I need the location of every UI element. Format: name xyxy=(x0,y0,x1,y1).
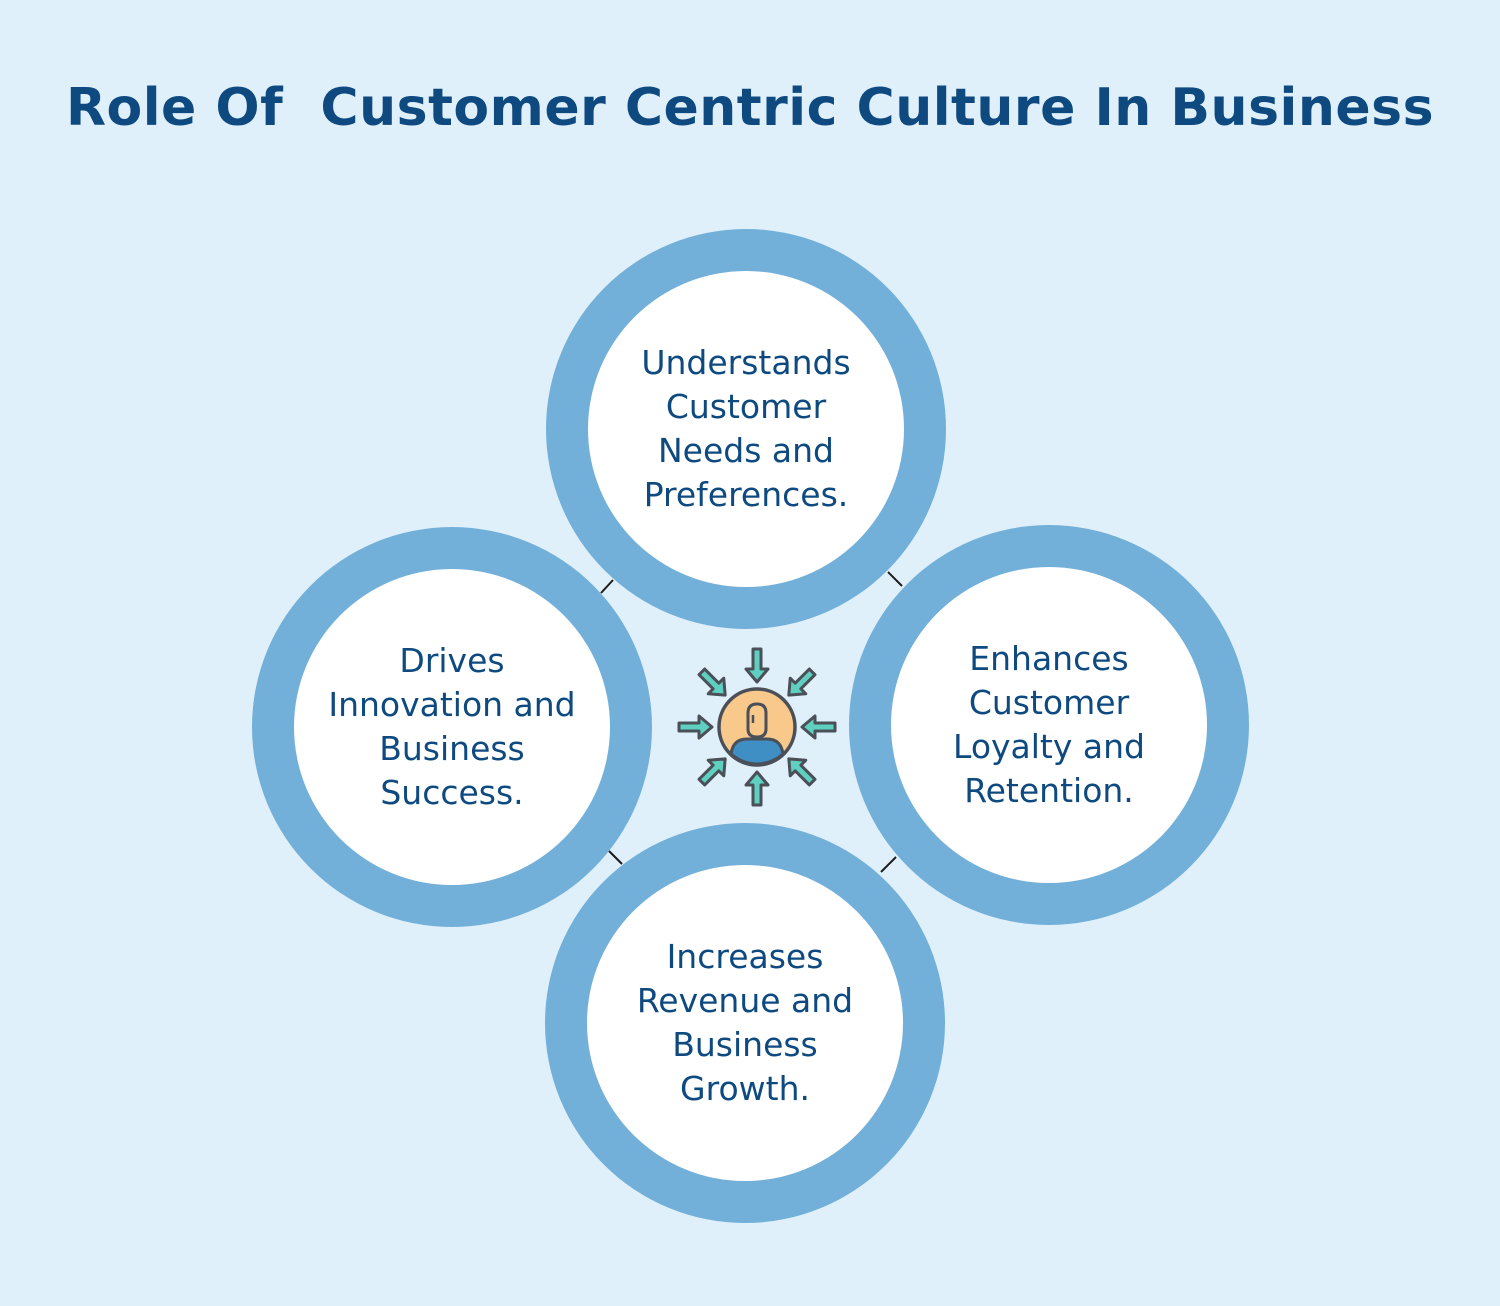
node-label-left: Drives Innovation and Business Success. xyxy=(328,641,576,812)
connector-top-right xyxy=(887,571,903,587)
connector-bottom-left xyxy=(608,850,623,865)
node-inner-circle: Increases Revenue and Business Growth. xyxy=(587,865,903,1181)
node-inner-circle: Enhances Customer Loyalty and Retention. xyxy=(891,567,1207,883)
node-inner-circle: Drives Innovation and Business Success. xyxy=(294,569,610,885)
connector-bottom-right xyxy=(880,856,897,873)
node-label-bottom: Increases Revenue and Business Growth. xyxy=(636,937,854,1108)
node-inner-circle: Understands Customer Needs and Preferenc… xyxy=(588,271,904,587)
connector-top-left xyxy=(600,579,614,594)
node-label-top: Understands Customer Needs and Preferenc… xyxy=(641,343,851,514)
node-increases-revenue: Increases Revenue and Business Growth. xyxy=(545,823,945,1223)
node-enhances-loyalty: Enhances Customer Loyalty and Retention. xyxy=(849,525,1249,925)
customer-centric-icon xyxy=(677,647,837,807)
node-label-right: Enhances Customer Loyalty and Retention. xyxy=(953,639,1145,810)
node-understands-customer-needs: Understands Customer Needs and Preferenc… xyxy=(546,229,946,629)
page-title: Role Of Customer Centric Culture In Busi… xyxy=(65,78,1435,138)
node-drives-innovation: Drives Innovation and Business Success. xyxy=(252,527,652,927)
